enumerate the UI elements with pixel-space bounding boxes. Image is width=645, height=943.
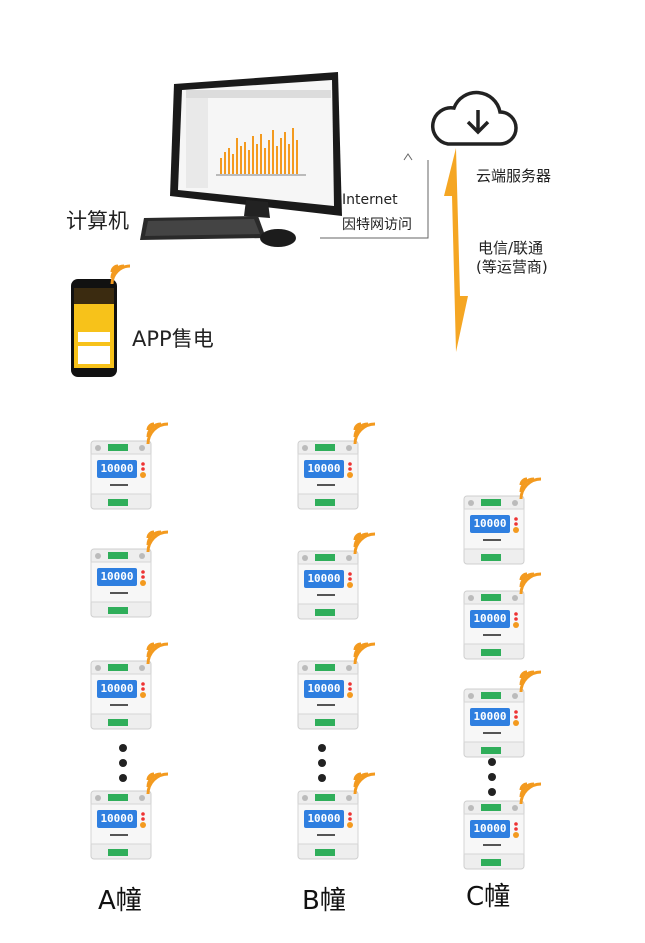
wireless-meter: 10000 [90, 772, 169, 860]
cloud-server-label: 云端服务器 [476, 167, 552, 185]
mobile-phone [71, 279, 117, 377]
meter-reading: 10000 [473, 612, 507, 625]
meter-reading: 10000 [100, 682, 134, 695]
internet-label: Internet [342, 192, 398, 208]
building-a-label: A幢 [98, 886, 142, 916]
meter-reading: 10000 [100, 570, 134, 583]
wifi-signal-icon [351, 770, 379, 798]
internet-cn-label: 因特网访问 [342, 217, 412, 233]
internet-link-line [320, 153, 429, 239]
phone-wifi-icon [110, 264, 131, 285]
ellipsis-dots-c [488, 758, 498, 803]
wifi-signal-icon [144, 420, 172, 448]
carrier-label: 电信/联通 [478, 239, 544, 257]
wireless-meter: 10000 [463, 572, 542, 660]
carrier-sub-label: (等运营商) [476, 258, 548, 276]
ellipsis-dots-a [119, 744, 129, 789]
wireless-meter: 10000 [463, 670, 542, 758]
wireless-meter: 10000 [297, 772, 376, 860]
wifi-signal-icon [351, 640, 379, 668]
cloud-download-icon [431, 90, 518, 146]
wifi-signal-icon [144, 770, 172, 798]
meter-reading: 10000 [307, 572, 341, 585]
building-c-label: C幢 [466, 882, 511, 912]
wireless-meter: 10000 [297, 422, 376, 510]
wireless-meter: 10000 [90, 642, 169, 730]
wifi-signal-icon [144, 528, 172, 556]
wireless-meter: 10000 [297, 532, 376, 620]
wifi-signal-icon [144, 640, 172, 668]
wireless-meter: 10000 [297, 642, 376, 730]
computer-label: 计算机 [66, 209, 129, 233]
keyboard [140, 216, 296, 247]
building-b-label: B幢 [302, 886, 346, 916]
wireless-meter: 10000 [90, 530, 169, 618]
wireless-meter: 10000 [463, 782, 542, 870]
wifi-signal-icon [517, 780, 545, 808]
meter-reading: 10000 [100, 462, 134, 475]
wireless-meter: 10000 [463, 477, 542, 565]
wifi-signal-icon [517, 475, 545, 503]
meter-reading: 10000 [307, 812, 341, 825]
meter-reading: 10000 [307, 462, 341, 475]
ellipsis-dots-b [318, 744, 328, 789]
meter-reading: 10000 [100, 812, 134, 825]
wireless-meter: 10000 [90, 422, 169, 510]
app-label: APP售电 [132, 327, 214, 351]
wifi-signal-icon [351, 530, 379, 558]
wifi-signal-icon [517, 570, 545, 598]
wifi-signal-icon [517, 668, 545, 696]
computer-monitor [170, 72, 342, 218]
meter-reading: 10000 [473, 517, 507, 530]
carrier-lightning-arrow [444, 148, 468, 352]
meter-reading: 10000 [307, 682, 341, 695]
meter-reading: 10000 [473, 822, 507, 835]
meter-reading: 10000 [473, 710, 507, 723]
wifi-signal-icon [351, 420, 379, 448]
